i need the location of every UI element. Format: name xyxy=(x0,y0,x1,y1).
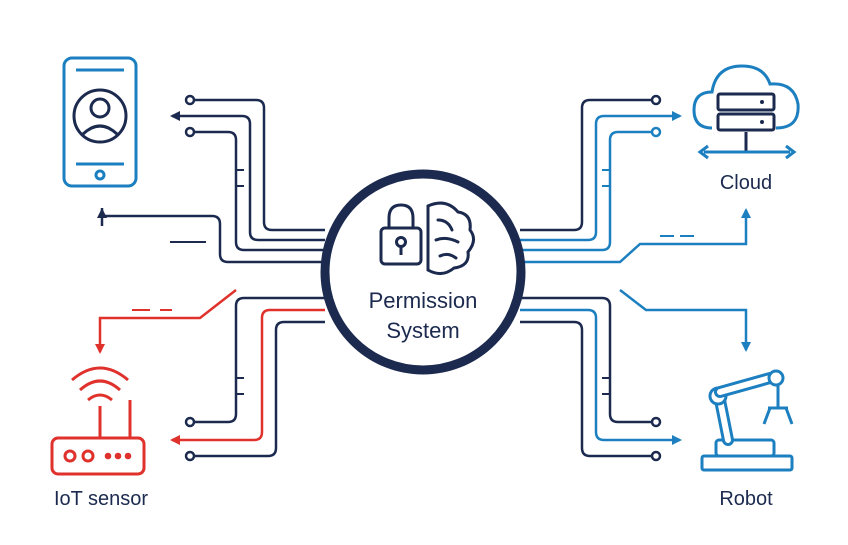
pad xyxy=(650,416,662,428)
trace-rt-cloud-arrow xyxy=(520,208,751,264)
right-bottom-traces xyxy=(520,289,751,458)
left-bottom-pads xyxy=(184,416,196,462)
right-bottom-pads xyxy=(650,416,662,462)
trace-rb-capacitor xyxy=(602,377,610,395)
pad xyxy=(184,126,196,138)
trace-rt-capacitor xyxy=(602,169,610,187)
pad xyxy=(184,94,196,106)
center-label-line2: System xyxy=(386,318,460,343)
robot-label: Robot xyxy=(719,488,773,510)
left-top-pads xyxy=(184,94,196,138)
trace-rb-1 xyxy=(520,296,656,424)
left-bottom-traces xyxy=(95,289,325,458)
trace-lt-capacitor xyxy=(236,169,244,187)
trace-rt-3 xyxy=(520,130,656,252)
smartphone-icon xyxy=(62,56,138,188)
trace-lb-red xyxy=(170,308,325,445)
trace-rb-2 xyxy=(520,308,682,445)
right-top-traces xyxy=(520,98,751,264)
trace-lb-3 xyxy=(190,320,325,458)
trace-lb-capacitor xyxy=(236,377,244,395)
pad xyxy=(184,450,196,462)
pad xyxy=(650,94,662,106)
robot-arm-icon xyxy=(700,369,794,472)
trace-rt-2 xyxy=(520,111,682,242)
pad xyxy=(650,126,662,138)
permission-system-hub xyxy=(320,169,526,375)
brain-icon xyxy=(426,201,475,275)
cloud-server-icon xyxy=(692,64,800,160)
trace-rb-3 xyxy=(520,320,656,458)
cloud-label: Cloud xyxy=(719,172,773,194)
trace-rt-1 xyxy=(520,98,656,232)
trace-lt-2 xyxy=(170,111,325,242)
iot-sensor-label: IoT sensor xyxy=(53,488,149,510)
trace-lt-1 xyxy=(190,98,325,232)
trace-lb-iot-arrow xyxy=(95,289,237,354)
hub-ring xyxy=(320,169,526,375)
trace-rb-robot-arrow xyxy=(619,289,751,352)
center-label-line1: Permission xyxy=(368,288,478,313)
pad xyxy=(650,450,662,462)
lock-icon xyxy=(379,203,423,266)
trace-lb-1 xyxy=(190,296,325,424)
iot-router-icon xyxy=(50,366,146,476)
trace-lt-4 xyxy=(100,208,325,264)
pad xyxy=(184,416,196,428)
trace-lt-3 xyxy=(190,130,325,252)
right-top-pads xyxy=(650,94,662,138)
left-top-traces xyxy=(97,98,325,264)
